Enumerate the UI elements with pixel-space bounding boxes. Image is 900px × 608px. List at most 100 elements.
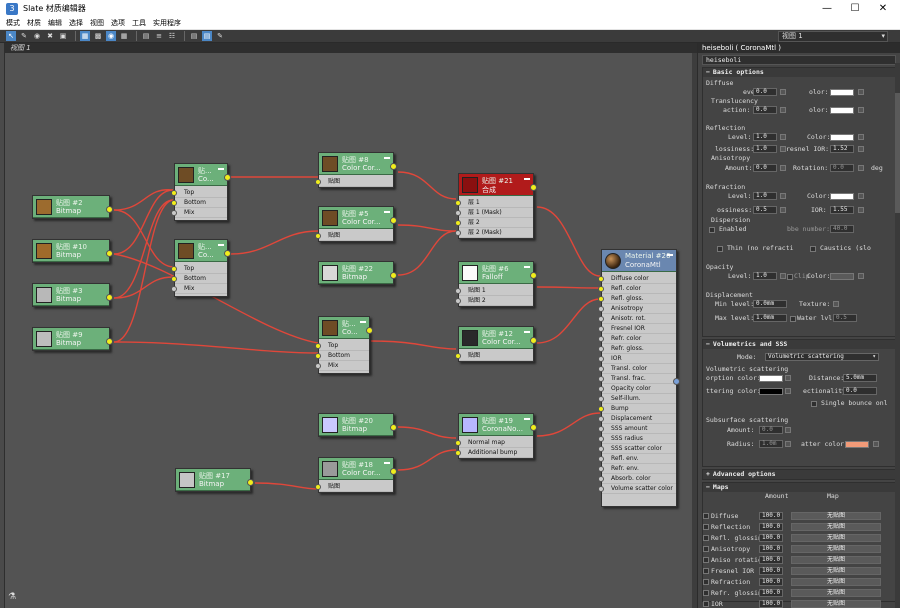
input-ior[interactable]: IOR [598,354,676,364]
parameter-editor-icon[interactable]: ▤ [202,31,212,41]
map-amount-spinner[interactable]: 100.0 [759,589,783,597]
node-map-9[interactable]: 贴图 #9 Bitmap [32,327,113,351]
map-amount-spinner[interactable]: 100.0 [759,556,783,564]
map-enable-checkbox[interactable] [703,568,709,574]
output-socket[interactable] [530,272,537,279]
select-by-material-icon[interactable]: ✎ [217,32,223,40]
input-top[interactable]: Top [171,188,227,198]
map-amount-spinner[interactable]: 100.0 [759,512,783,520]
grid-icon[interactable]: ▦ [120,32,128,40]
lay-out-all-icon[interactable]: ▤ [142,32,150,40]
map-slot-button[interactable]: 无贴图 [791,556,881,564]
collapse-icon[interactable] [360,321,366,323]
input-sss-amount[interactable]: SSS amount [598,424,676,434]
opacity-map-button[interactable] [780,273,786,279]
move-children-icon[interactable]: ▣ [59,32,67,40]
minimize-button[interactable]: — [822,3,832,14]
menu-tools[interactable]: 工具 [132,19,146,27]
material-name-field[interactable]: heiseboli [702,55,896,65]
scattering-color-swatch[interactable] [759,388,783,395]
menu-utilities[interactable]: 实用程序 [153,19,181,27]
input-transl-frac[interactable]: Transl. frac. [598,374,676,384]
collapse-icon[interactable] [384,462,390,464]
node-map-17[interactable]: 贴图 #17 Bitmap [175,468,254,492]
output-socket[interactable] [366,327,373,334]
input-bump[interactable]: Bump [598,404,676,414]
input-refl-color[interactable]: Refl. color [598,284,676,294]
input-bottom[interactable]: Bottom [171,198,227,208]
collapse-icon[interactable] [524,331,530,333]
output-socket[interactable] [530,184,537,191]
sss-amount-spinner[interactable]: 0.0 [759,426,783,434]
opacity-color-swatch[interactable] [830,273,854,280]
ior-map-button[interactable] [858,207,864,213]
map-enable-checkbox[interactable] [703,513,709,519]
absorption-color-swatch[interactable] [759,375,783,382]
panel-scrollbar[interactable] [895,63,900,608]
rotation-map-button[interactable] [858,165,864,171]
output-socket[interactable] [247,479,254,486]
glossiness-map-button[interactable] [780,146,786,152]
sss-scatter-color-swatch[interactable] [845,441,869,448]
input-refr-color[interactable]: Refr. color [598,334,676,344]
input-map[interactable]: 贴图 [315,231,393,241]
input-map-1[interactable]: 贴图 1 [455,286,533,296]
map-slot-button[interactable]: 无贴图 [791,545,881,553]
map-slot-button[interactable]: 无贴图 [791,512,881,520]
input-top[interactable]: Top [171,264,227,274]
rollout-header-maps[interactable]: Maps [703,483,895,492]
show-map-icon[interactable]: ▦ [80,31,90,41]
node-composite-b[interactable]: 贴... Co... Top Bottom Mix [171,239,231,297]
rollout-header-volumetrics[interactable]: Volumetrics and SSS [703,340,895,349]
map-amount-spinner[interactable]: 100.0 [759,567,783,575]
translucency-fraction-spinner[interactable]: 0.0 [753,106,777,114]
map-enable-checkbox[interactable] [703,601,709,607]
output-socket[interactable] [106,206,113,213]
input-refl-gloss[interactable]: Refl. gloss. [598,294,676,304]
input-layer-2-mask[interactable]: 层 2 (Mask) [455,228,533,238]
reflection-level-spinner[interactable]: 1.0 [753,133,777,141]
node-map-20[interactable]: 贴图 #20 Bitmap [318,413,397,437]
navigator-icon[interactable]: ⚗ [8,592,17,602]
opacity-color-map-button[interactable] [858,273,864,279]
translucency-color-swatch[interactable] [830,107,854,114]
input-layer-2[interactable]: 层 2 [455,218,533,228]
menu-select[interactable]: 选择 [69,19,83,27]
abbe-number-spinner[interactable]: 40.0 [830,225,854,233]
output-socket[interactable] [224,174,231,181]
input-mix[interactable]: Mix [315,361,369,371]
node-map-5[interactable]: 贴图 #5 Color Cor... 贴图 [315,206,397,242]
refr-glossiness-map-button[interactable] [780,207,786,213]
map-slot-button[interactable]: 无贴图 [791,600,881,608]
rollout-header-advanced[interactable]: Advanced options [703,470,895,479]
single-bounce-checkbox[interactable] [811,401,817,407]
output-socket[interactable] [390,272,397,279]
input-refl-env[interactable]: Refl. env. [598,454,676,464]
assign-material-icon[interactable]: ◉ [33,32,41,40]
input-bottom[interactable]: Bottom [315,351,369,361]
map-amount-spinner[interactable]: 100.0 [759,523,783,531]
ior-spinner[interactable]: 1.55 [830,206,854,214]
anisotropy-rotation-spinner[interactable]: 0.0 [830,164,854,172]
translucency-map-button[interactable] [780,107,786,113]
fresnel-ior-spinner[interactable]: 1.52 [830,145,854,153]
collapse-icon[interactable] [384,157,390,159]
input-map[interactable]: 贴图 [455,351,533,361]
output-socket[interactable] [673,378,680,385]
input-self-illum[interactable]: Self-illum. [598,394,676,404]
menu-material[interactable]: 材质 [27,19,41,27]
map-slot-button[interactable]: 无贴图 [791,523,881,531]
show-end-result-icon[interactable]: ◉ [106,31,116,41]
output-socket[interactable] [106,250,113,257]
menu-mode[interactable]: 模式 [6,19,20,27]
diffuse-map-button[interactable] [780,89,786,95]
reflection-color-swatch[interactable] [830,134,854,141]
node-map-6[interactable]: 贴图 #6 Falloff 贴图 1 贴图 2 [455,261,537,307]
sss-scatter-map-button[interactable] [873,441,879,447]
displacement-min-spinner[interactable]: 0.0mm [753,300,787,308]
output-socket[interactable] [390,468,397,475]
maximize-button[interactable]: ☐ [850,3,860,14]
diffuse-level-spinner[interactable]: 0.0 [753,88,777,96]
node-map-22[interactable]: 贴图 #22 Bitmap [318,261,397,285]
output-socket[interactable] [530,424,537,431]
